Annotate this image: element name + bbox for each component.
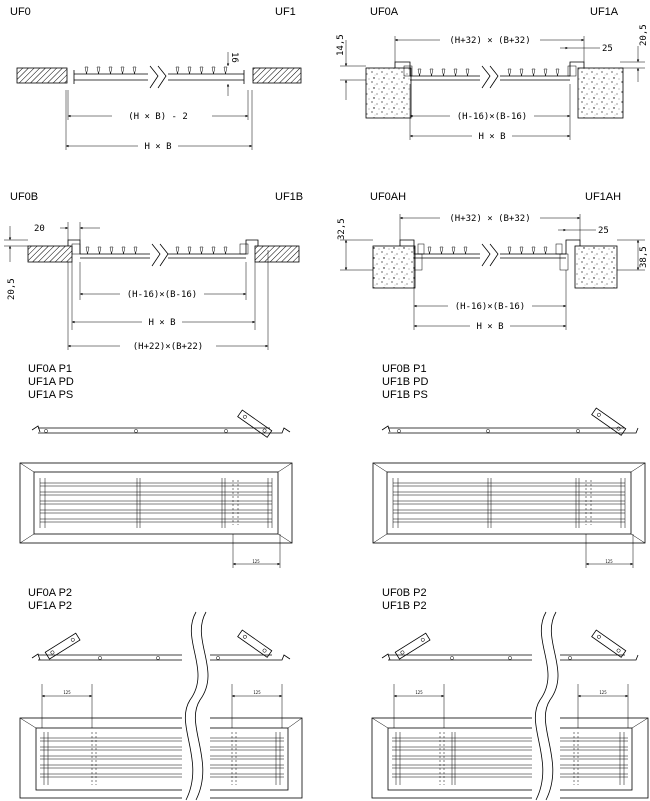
p2-right-front-view: 125 125: [371, 684, 649, 799]
dim-125: 125: [605, 559, 613, 564]
panel-uf0-uf1: UF0 UF1 16 (H × B) - 2 H × B: [10, 6, 302, 152]
grille-section-b: [67, 239, 259, 267]
variant-label: UF1B PD: [382, 376, 429, 388]
dim-125: 125: [599, 690, 607, 695]
dim-h16-b16: (H-16)×(B-16): [457, 112, 527, 122]
blade-lines: [392, 478, 626, 528]
hinged-blade: [394, 632, 431, 660]
panel-uf0a-uf1a: UF0A UF1A 14,5 (H+32) × (B+32): [336, 6, 649, 142]
variant-label: UF0A P1: [28, 363, 72, 375]
hinged-blade: [591, 407, 627, 436]
blade-lines: [392, 732, 628, 785]
variant-label: UF0B P2: [382, 587, 427, 599]
dim-32-5: 32,5: [337, 218, 347, 240]
wall-section-right: [252, 67, 302, 84]
dim-20: 20: [34, 224, 45, 234]
panel-title-uf0ah: UF0AH: [370, 191, 406, 203]
break-line: [149, 65, 167, 89]
grille-section-frame: [394, 61, 585, 89]
dim-20-5: 20,5: [639, 24, 649, 46]
dim-125: 125: [415, 690, 423, 695]
dim-hb-minus-2: (H × B) - 2: [128, 112, 188, 122]
wall-section-left-b: [27, 245, 73, 263]
blade-row: [84, 66, 228, 75]
variant-labels-p1-left: UF0A P1 UF1A PD UF1A PS: [28, 363, 74, 401]
concrete-block-left: [365, 67, 412, 119]
variant-labels-p2-left: UF0A P2 UF1A P2: [28, 587, 72, 612]
dim-25-h: 25: [598, 226, 609, 236]
dim-25: 25: [602, 44, 613, 54]
panel-title-uf1: UF1: [275, 6, 296, 18]
panel-title-uf1a: UF1A: [590, 6, 619, 18]
blade-lines: [39, 478, 273, 528]
panel-uf0ah-uf1ah: UF0AH UF1AH (H+32) × (B+32) 25: [337, 191, 649, 332]
variant-label: UF1A P2: [28, 600, 72, 612]
p2-left-side-view: [31, 629, 291, 661]
concrete-block-right: [577, 67, 624, 119]
dim-h16-b16-h: (H-16)×(B-16): [455, 302, 525, 312]
panel-title-uf0b: UF0B: [10, 191, 38, 203]
p1-right-front-view: 125: [372, 462, 646, 568]
variant-label: UF1B P2: [382, 600, 427, 612]
hinged-blade: [44, 632, 81, 660]
break-curves-left: [182, 611, 210, 801]
concrete-block-left-h: [372, 245, 416, 289]
dim-125: 125: [252, 559, 260, 564]
wall-section-right-b: [254, 245, 300, 263]
dim-38-5: 38,5: [639, 246, 649, 268]
dim-hb-a: H × B: [478, 132, 505, 142]
dim-125: 125: [253, 690, 261, 695]
dim-hb-h: H × B: [476, 322, 503, 332]
variant-label: UF1A PS: [28, 389, 73, 401]
blade-lines: [40, 732, 284, 785]
p1-left-front-view: 125: [19, 462, 293, 568]
panel-uf0b-uf1b: UF0B UF1B 20 20,5: [4, 191, 303, 352]
variant-label: UF0B P1: [382, 363, 427, 375]
variant-label: UF1B PS: [382, 389, 428, 401]
panel-title-uf1b: UF1B: [275, 191, 303, 203]
variant-labels-p1-right: UF0B P1 UF1B PD UF1B PS: [382, 363, 429, 401]
p2-right-side-view: [381, 629, 639, 661]
variant-label: UF0A P2: [28, 587, 72, 599]
panel-title-uf1ah: UF1AH: [585, 191, 621, 203]
dim-h32-b32-h: (H+32) × (B+32): [449, 214, 530, 224]
grille-section: [73, 65, 245, 89]
dim-hb-b: H × B: [148, 318, 175, 328]
variant-label: UF1A PD: [28, 376, 74, 388]
concrete-block-right-h: [574, 245, 618, 289]
dim-20-5-b: 20,5: [7, 278, 17, 300]
dim-h22-b22: (H+22)×(B+22): [133, 342, 203, 352]
dim-h32-b32: (H+32) × (B+32): [449, 36, 530, 46]
dim-16: 16: [229, 52, 239, 63]
dim-hb: H × B: [144, 142, 171, 152]
hinged-blade: [237, 629, 273, 658]
wall-section-left: [16, 67, 68, 84]
panel-title-uf0: UF0: [10, 6, 31, 18]
p2-left-front-view: 125 125: [19, 684, 303, 799]
break-curves-right: [532, 611, 560, 801]
dim-h16-b16-b: (H-16)×(B-16): [127, 290, 197, 300]
p1-right-side-view: [381, 407, 639, 436]
p1-left-side-view: [31, 409, 291, 438]
dim-125: 125: [63, 690, 71, 695]
panel-title-uf0a: UF0A: [370, 6, 399, 18]
hinged-blade: [591, 629, 627, 658]
grille-section-h: [399, 239, 581, 271]
variant-labels-p2-right: UF0B P2 UF1B P2: [382, 587, 427, 612]
hinged-blade: [237, 409, 273, 438]
dim-14-5: 14,5: [336, 34, 346, 56]
